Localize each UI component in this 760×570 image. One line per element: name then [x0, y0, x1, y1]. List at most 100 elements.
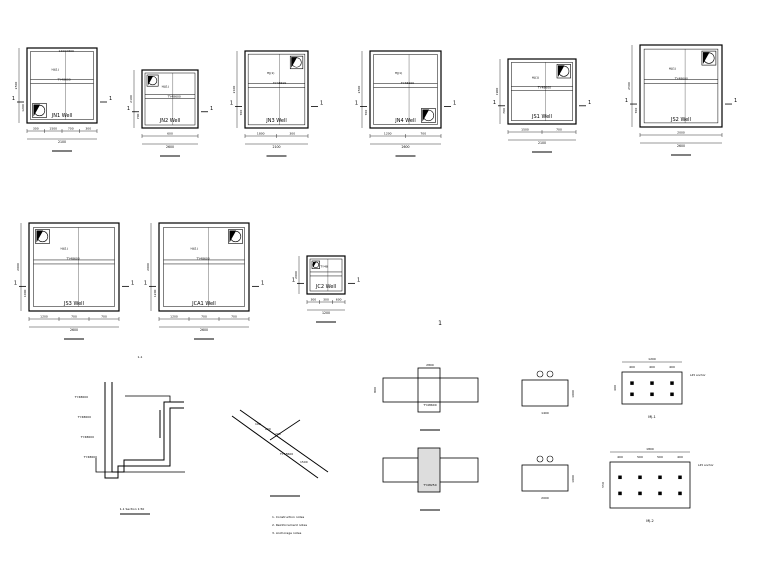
anchor-hole	[630, 381, 634, 385]
pit-outer-wall	[141, 69, 199, 129]
pit-cover-label: 1200X800	[59, 49, 75, 53]
section-label: TY48600	[80, 435, 94, 439]
dim-text: 400	[649, 365, 655, 369]
dim-text: 1500	[521, 128, 529, 132]
dim-text: 2000	[146, 263, 150, 271]
anchor-hole	[658, 491, 662, 496]
shaft-hatch	[148, 76, 154, 86]
cut-mark: 1	[355, 100, 358, 106]
section-base	[95, 458, 185, 473]
dim-text: 2000	[294, 271, 298, 279]
cut-mark: 1	[131, 280, 134, 286]
section-block	[521, 464, 569, 492]
pit-label: TY48600	[66, 256, 80, 260]
pit-inner-wall	[643, 48, 719, 124]
dim-text: 2000	[16, 263, 20, 271]
section-outline	[111, 382, 184, 473]
note-text: 2. Reinforcement notes	[272, 523, 307, 527]
anchor-hole	[670, 392, 674, 397]
dim-text: 2100	[232, 86, 236, 94]
dim-text: 700	[239, 110, 243, 116]
shaft-frame	[421, 108, 436, 123]
dim-text: 700	[68, 127, 74, 131]
pit-outer-wall	[639, 44, 723, 128]
shaft-frame	[146, 74, 159, 87]
cut-mark: 1	[453, 100, 456, 106]
pit-label: TY48600	[57, 78, 71, 82]
pit-outer-wall	[507, 58, 577, 125]
cut-mark: 1	[109, 96, 112, 102]
beam-label: TY48250	[422, 483, 436, 487]
shaft-hatch	[702, 52, 710, 65]
dim-text: 700	[364, 110, 368, 116]
bracket-line	[269, 419, 301, 441]
pit-outer-wall	[158, 222, 250, 312]
cut-mark: 1	[12, 96, 15, 102]
page-number: 1	[438, 320, 442, 327]
plate-note: L45 anchor	[698, 463, 715, 467]
pit-outer-wall	[369, 50, 442, 129]
section-footer: 1-1 Section 1:50	[120, 507, 145, 511]
pit-title: JS3 Well	[63, 301, 84, 307]
dim-text: 550	[601, 482, 605, 488]
pit-title: JS1 Well	[531, 114, 552, 120]
pit-label: HJ(1)	[669, 67, 676, 71]
pit-label: HJ(1)	[52, 68, 59, 72]
plate-note: L45 anchor	[690, 373, 707, 377]
pit-title: JN1 Well	[51, 113, 73, 119]
shaft-hatch	[558, 65, 565, 77]
dim-text: 100	[255, 422, 261, 426]
pit-label: TY48600	[272, 81, 286, 85]
bolt-circle	[546, 455, 554, 463]
dim-text: 700	[201, 315, 207, 319]
cut-mark: 1	[292, 277, 295, 283]
pit-title: JCA1 Well	[191, 301, 216, 307]
pit-outer-wall	[28, 222, 120, 312]
anchor-hole	[618, 475, 622, 480]
pit-label: TY48600	[674, 77, 688, 81]
dim-text: 300	[33, 127, 39, 131]
dim-text: 1200	[21, 104, 25, 112]
dim-text: 400	[677, 455, 683, 459]
dim-text: 1400	[541, 411, 549, 415]
pit-inner-wall	[30, 51, 94, 120]
dim-total: 1200	[648, 357, 656, 361]
section-outline	[104, 382, 184, 479]
bolt-circle	[536, 455, 544, 463]
slope-line	[239, 409, 329, 473]
dim-text: 600	[167, 132, 173, 136]
anchor-hole	[630, 392, 634, 397]
dim-total: 2600	[677, 144, 685, 148]
anchor-hole	[650, 392, 654, 397]
dim-text: 1800	[257, 132, 265, 136]
pit-title: JC2 Well	[315, 284, 336, 290]
plate-outline	[609, 461, 691, 509]
cut-mark: 1	[320, 100, 323, 106]
anchor-hole	[670, 381, 674, 385]
pit-outer-wall	[306, 255, 346, 295]
dim-text: 800	[373, 387, 377, 393]
dim-text: 1200	[384, 132, 392, 136]
dim-text: 2800	[426, 363, 434, 367]
dim-total: 2100	[538, 141, 546, 145]
beam-column	[417, 367, 441, 413]
dim-text: 400	[669, 365, 675, 369]
pit-label: TY48600	[196, 256, 210, 260]
section-label: TY48600	[77, 415, 91, 419]
beam-column	[417, 447, 441, 493]
anchor-hole	[618, 491, 622, 496]
dim-text: 1000	[571, 475, 575, 483]
pit-label: TY48600	[400, 81, 414, 85]
shaft-frame	[289, 55, 304, 70]
